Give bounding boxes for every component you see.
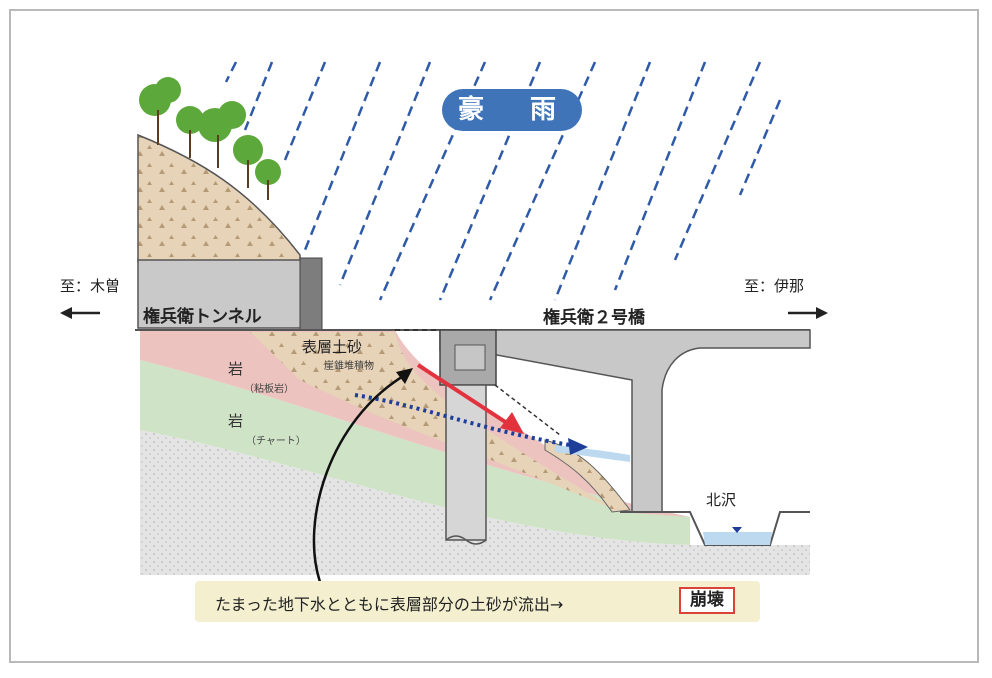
rock-slate-label: 岩 [228,360,244,378]
collapse-direction-arrow [416,363,512,427]
hill-upper [137,133,301,263]
rock-chert-sub-label: （チャート） [246,436,306,447]
stream-label: 北沢 [706,491,737,509]
caption-text: たまった地下水とともに表層部分の土砂が流出→ [215,595,564,614]
pointer-arrow [312,373,406,583]
trees-icon [139,77,281,185]
bridge-pile [445,384,487,541]
left-direction-arrow [60,307,100,319]
rock-slate-sub-label: （粘板岩） [244,384,294,395]
rock-chert-label: 岩 [228,412,244,430]
groundwater-flow-arrow [354,393,571,447]
right-direction-arrow [788,307,828,319]
topsoil-layer-lower [250,332,620,512]
collapse-result-box: 崩壊 [679,587,735,614]
right-direction-label: 至：伊那 [744,277,805,295]
water-level-icon [732,527,742,533]
rain-lines [224,61,782,301]
topsoil-label: 表層土砂 [302,338,363,356]
bridge-label: 権兵衛２号橋 [543,308,645,328]
heavy-rain-badge: 豪 雨 [442,89,582,131]
caption-box: たまった地下水とともに表層部分の土砂が流出→ 崩壊 [195,581,760,622]
tunnel-portal [137,259,321,329]
bedrock-layer [140,430,810,575]
rock-chert-layer [140,360,690,545]
left-direction-label: 至：木曽 [60,277,121,295]
topsoil-sub-label: 崖錐堆積物 [324,361,374,372]
tunnel-label: 権兵衛トンネル [143,307,262,327]
